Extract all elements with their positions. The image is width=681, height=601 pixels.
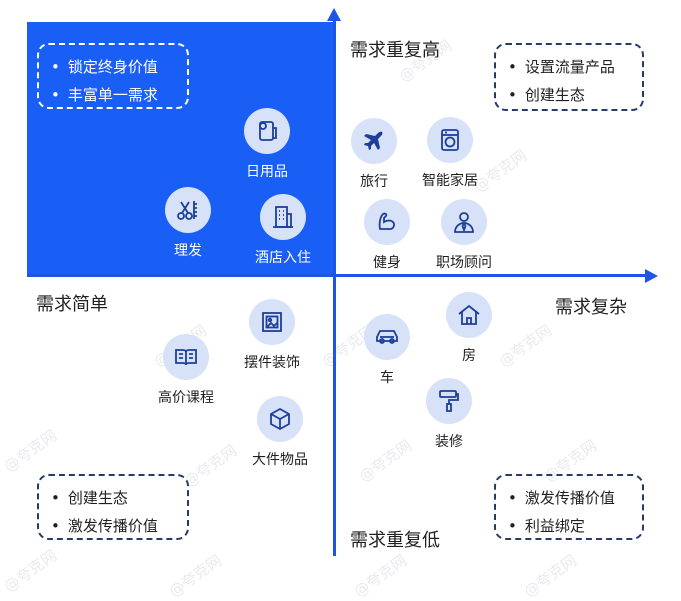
horizontal-axis-arrow: [645, 269, 658, 283]
house-icon: [446, 292, 492, 338]
item-label: 摆件装饰: [244, 355, 300, 371]
item-course: 高价课程: [141, 334, 231, 407]
item-label: 高价课程: [158, 390, 214, 406]
item-decor: 摆件装饰: [227, 299, 317, 372]
note-item: 锁定终身价值: [51, 53, 175, 81]
person-icon: [441, 199, 487, 245]
car-icon: [364, 314, 410, 360]
note-top-right: 设置流量产品 创建生态: [494, 43, 644, 111]
note-item: 创建生态: [508, 81, 630, 109]
item-career: 职场顾问: [419, 199, 509, 272]
picture-frame-icon: [249, 299, 295, 345]
item-car: 车: [342, 314, 432, 387]
washing-machine-icon: [427, 117, 473, 163]
item-renovation: 装修: [404, 378, 494, 451]
toilet-paper-icon: [244, 108, 290, 154]
item-daily-goods: 日用品: [222, 108, 312, 181]
item-label: 理发: [174, 243, 202, 259]
item-label: 健身: [373, 255, 401, 271]
note-bottom-right: 激发传播价值 利益绑定: [494, 474, 644, 540]
building-icon: [260, 194, 306, 240]
scissors-comb-icon: [165, 187, 211, 233]
item-label: 车: [380, 370, 394, 386]
open-book-icon: [163, 334, 209, 380]
vertical-axis-arrow: [327, 8, 341, 21]
item-label: 酒店入住: [255, 250, 311, 266]
item-label: 日用品: [246, 164, 288, 180]
item-travel: 旅行: [329, 118, 419, 191]
paint-roller-icon: [426, 378, 472, 424]
flexed-arm-icon: [364, 199, 410, 245]
item-label: 职场顾问: [436, 255, 492, 271]
item-house: 房: [424, 292, 514, 365]
item-fitness: 健身: [342, 199, 432, 272]
note-item: 设置流量产品: [508, 53, 630, 81]
watermark: @夸克网: [520, 551, 581, 601]
axis-label-left: 需求简单: [36, 294, 108, 315]
note-top-left: 锁定终身价值 丰富单一需求: [37, 43, 189, 109]
airplane-icon: [351, 118, 397, 164]
item-label: 智能家居: [422, 173, 478, 189]
note-item: 利益绑定: [508, 512, 630, 540]
item-label: 装修: [435, 434, 463, 450]
item-label: 旅行: [360, 174, 388, 190]
item-hotel: 酒店入住: [238, 194, 328, 267]
note-bottom-left: 创建生态 激发传播价值: [37, 474, 189, 540]
box-icon: [257, 396, 303, 442]
note-item: 创建生态: [51, 484, 175, 512]
watermark: @夸克网: [0, 426, 61, 476]
item-haircut: 理发: [143, 187, 233, 260]
note-item: 激发传播价值: [51, 512, 175, 540]
watermark: @夸克网: [350, 551, 411, 601]
item-bulky-goods: 大件物品: [235, 396, 325, 469]
note-item: 丰富单一需求: [51, 81, 175, 109]
axis-label-bottom: 需求重复低: [350, 530, 440, 551]
axis-label-top: 需求重复高: [350, 40, 440, 61]
item-smart-home: 智能家居: [405, 117, 495, 190]
vertical-axis: [333, 20, 336, 556]
item-label: 房: [462, 348, 476, 364]
horizontal-axis: [27, 274, 647, 277]
watermark: @夸克网: [165, 551, 226, 601]
watermark: @夸克网: [0, 546, 61, 596]
note-item: 激发传播价值: [508, 484, 630, 512]
axis-label-right: 需求复杂: [555, 297, 627, 318]
item-label: 大件物品: [252, 452, 308, 468]
